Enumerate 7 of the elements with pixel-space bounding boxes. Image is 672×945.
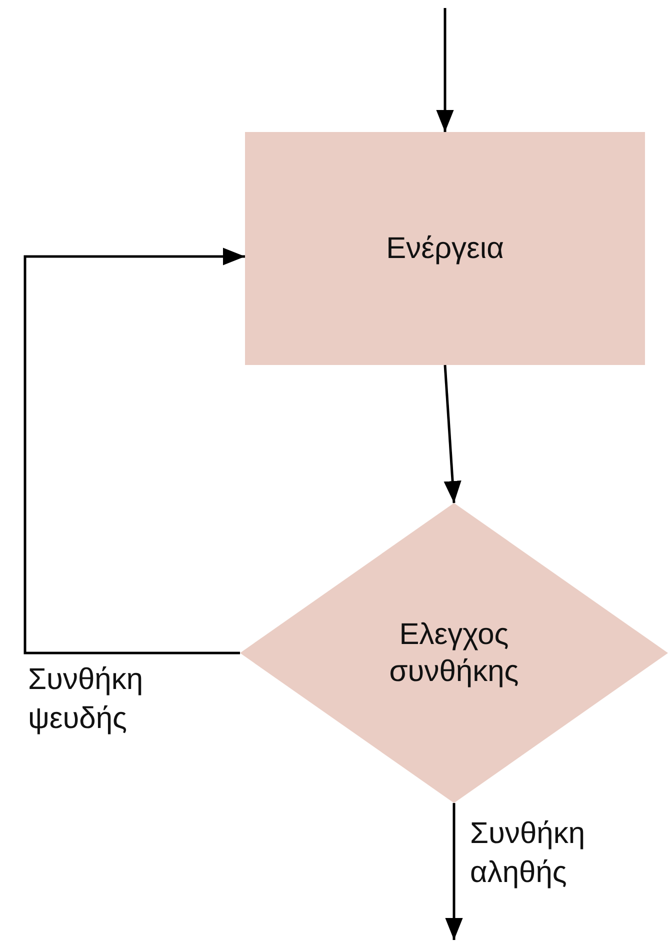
process-box [245, 132, 645, 365]
node-label: Ενέργεια [386, 230, 504, 267]
node-label: Ελεγχος συνθήκης [388, 616, 520, 690]
arrow [444, 364, 462, 504]
arrow [436, 8, 454, 132]
arrow [24, 248, 245, 654]
arrow [445, 803, 463, 940]
